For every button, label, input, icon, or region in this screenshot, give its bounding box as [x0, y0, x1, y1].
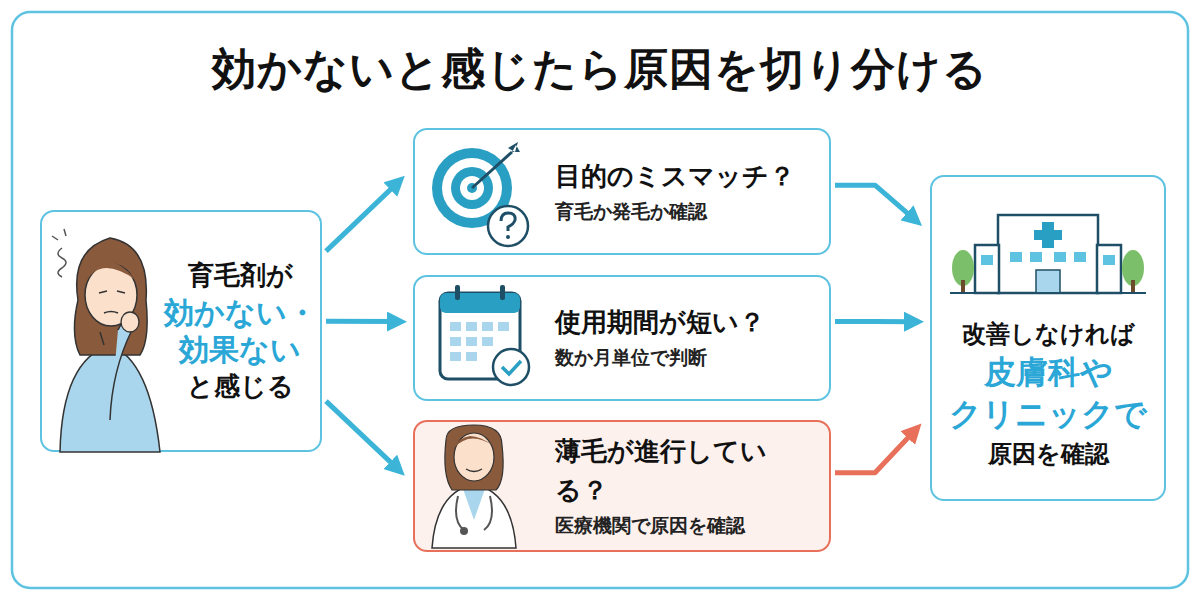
start-box: 育毛剤が効かない・ 効果ないと感じる: [40, 210, 322, 452]
box-heading: 使用期間が短い？: [555, 303, 819, 342]
flow-arrow: [326, 319, 399, 324]
cause-box: 薄毛が進行している？医療機関で原因を確認: [413, 420, 831, 552]
flow-arrow: [326, 181, 399, 251]
diagram-title: 効かないと感じたら原因を切り分ける: [0, 40, 1200, 99]
box-heading: 目的のミスマッチ？: [555, 157, 819, 196]
flow-arrow: [835, 319, 916, 324]
cause-box: 目的のミスマッチ？育毛か発毛か確認: [413, 128, 831, 255]
box-text: と感じる: [162, 369, 318, 404]
box-text: 医療機関で原因を確認: [555, 510, 819, 540]
outer-frame: [12, 12, 1188, 588]
flow-arrow: [326, 401, 399, 470]
box-heading: 改善しなければ: [940, 316, 1156, 352]
cause-box: 使用期間が短い？数か月単位で判断: [413, 275, 831, 401]
box-heading: 育毛剤が: [162, 258, 318, 293]
flow-arrow: [835, 185, 916, 220]
flow-arrow: [835, 429, 916, 473]
box-text: 数か月単位で判断: [555, 342, 819, 372]
box-heading: 薄毛が進行している？: [555, 432, 819, 510]
box-text: 効かない・ 効果ない: [162, 294, 318, 369]
box-text: 育毛か発毛か確認: [555, 196, 819, 226]
result-box: 改善しなければ皮膚科や クリニックで原因を確認: [930, 175, 1166, 501]
box-text: 原因を確認: [940, 436, 1156, 472]
box-text: 皮膚科や クリニックで: [940, 352, 1156, 435]
